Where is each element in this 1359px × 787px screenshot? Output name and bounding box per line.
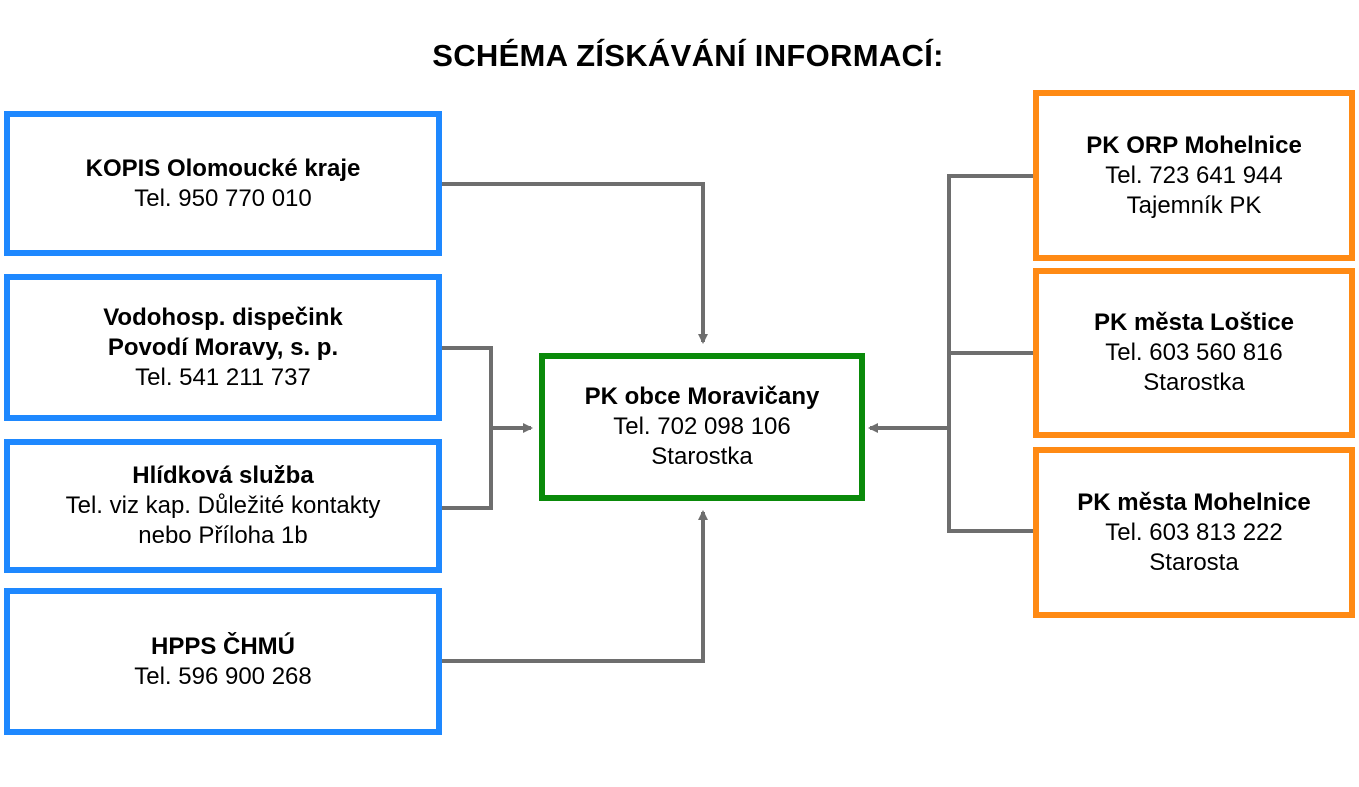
center-phone: Tel. 702 098 106 (613, 413, 791, 440)
lostice-name: PK města Loštice (1093, 309, 1295, 336)
hlidkova-name: Hlídková služba (132, 462, 314, 489)
hlidkova-note: nebo Příloha 1b (138, 522, 308, 549)
box-orp-mohelnice: PK ORP Mohelnice Tel. 723 641 944 Tajemn… (1033, 90, 1355, 261)
mohelnice-role: Starosta (1149, 548, 1239, 576)
box-hlidkova: Hlídková služba Tel. viz kap. Důležité k… (4, 439, 442, 573)
center-name: PK obce Moravičany (584, 383, 820, 410)
hpps-name: HPPS ČHMÚ (150, 632, 295, 660)
center-role: Starostka (651, 443, 753, 470)
mohelnice-phone: Tel. 603 813 222 (1105, 518, 1283, 546)
diagram-title: SCHÉMA ZÍSKÁVÁNÍ INFORMACÍ: (432, 38, 944, 73)
vodohosp-phone: Tel. 541 211 737 (135, 363, 311, 391)
kopis-phone: Tel. 950 770 010 (134, 184, 312, 212)
lostice-phone: Tel. 603 560 816 (1105, 339, 1283, 366)
hpps-phone: Tel. 596 900 268 (134, 662, 312, 690)
connector-vodohosp (440, 346, 493, 510)
connector-hpps (440, 510, 708, 663)
box-hpps: HPPS ČHMÚ Tel. 596 900 268 (4, 588, 442, 735)
orp-role: Tajemník PK (1126, 191, 1262, 219)
vodohosp-name-2: Povodí Moravy, s. p. (107, 333, 339, 361)
box-vodohosp: Vodohosp. dispečink Povodí Moravy, s. p.… (4, 274, 442, 421)
connector-kopis (440, 182, 708, 344)
lostice-role: Starostka (1143, 369, 1245, 396)
mohelnice-name: PK města Mohelnice (1077, 488, 1311, 516)
kopis-name: KOPIS Olomoucké kraje (85, 154, 361, 182)
vodohosp-name-1: Vodohosp. dispečink (103, 303, 343, 331)
box-mesto-mohelnice: PK města Mohelnice Tel. 603 813 222 Star… (1033, 447, 1355, 618)
orp-phone: Tel. 723 641 944 (1105, 161, 1283, 189)
hlidkova-phone: Tel. viz kap. Důležité kontakty (65, 492, 381, 519)
center-box: PK obce Moravičany Tel. 702 098 106 Star… (539, 353, 865, 501)
box-kopis: KOPIS Olomoucké kraje Tel. 950 770 010 (4, 111, 442, 256)
orp-name: PK ORP Mohelnice (1086, 131, 1302, 159)
box-lostice: PK města Loštice Tel. 603 560 816 Staros… (1033, 268, 1355, 438)
